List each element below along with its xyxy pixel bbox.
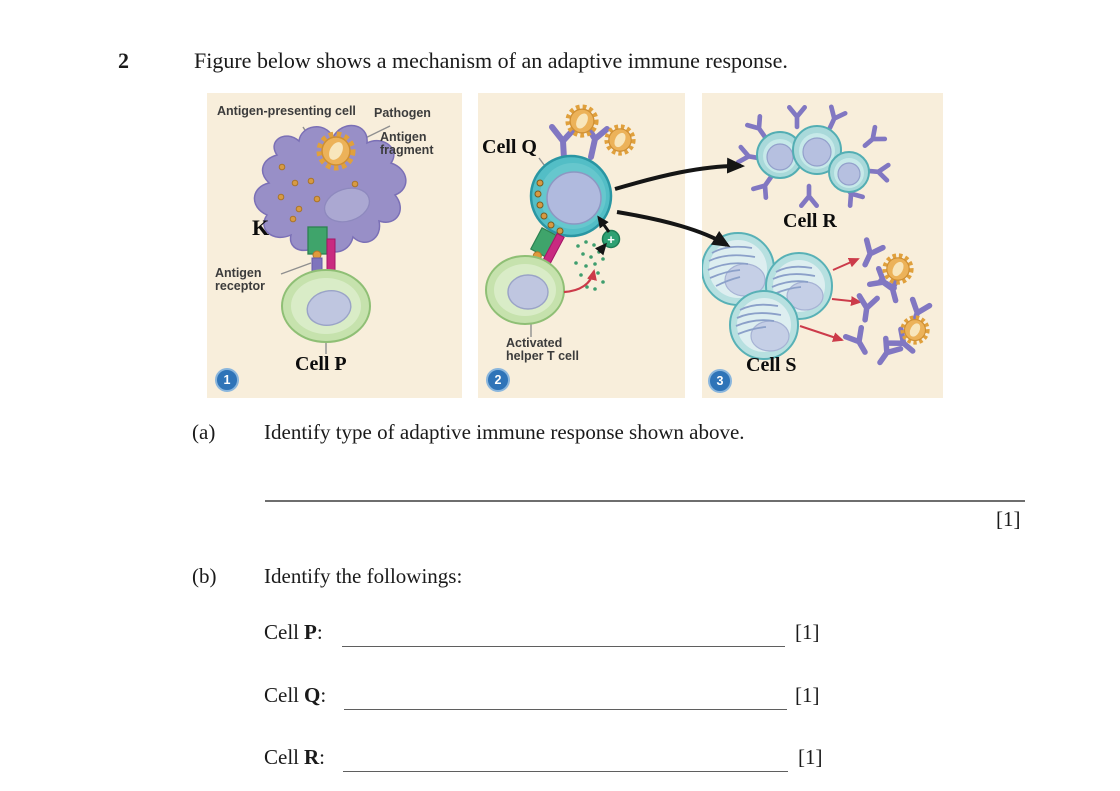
figure-panel-step3: Cell R Cell S 3 xyxy=(702,93,943,398)
step-badge-3: 3 xyxy=(708,369,732,393)
secretion-arrow-icons xyxy=(799,258,862,342)
answer-line-cell-r xyxy=(343,771,788,772)
panel1-artwork xyxy=(253,124,407,354)
panel2-artwork: + xyxy=(485,93,685,337)
helper-t-cell-nucleus xyxy=(507,274,549,310)
answer-line-cell-q xyxy=(344,709,787,710)
label-pathogen: Pathogen xyxy=(374,106,431,120)
label-antigen-fragment: Antigen fragment xyxy=(380,130,434,158)
cell-word: Cell xyxy=(264,745,299,769)
plus-sign: + xyxy=(607,232,615,247)
part-a-label: (a) xyxy=(192,420,216,444)
answer-line-cell-p xyxy=(342,646,785,647)
label-cell-q: Cell Q xyxy=(482,136,537,158)
pathogen-icon xyxy=(903,318,927,342)
mhc-complex xyxy=(307,226,328,255)
cell-letter: P xyxy=(304,620,317,644)
antigen-fragment-dots xyxy=(277,163,359,223)
cell-word: Cell xyxy=(264,683,299,707)
pathogen-icon xyxy=(885,256,911,282)
part-b-label: (b) xyxy=(192,564,217,588)
immune-response-figure: Antigen-presenting cell Pathogen Antigen… xyxy=(207,93,943,398)
cell-s-cluster xyxy=(702,232,833,360)
panel3-artwork xyxy=(702,93,943,398)
figure-panel-step2: + Cell Q Activated helper T cell 2 xyxy=(478,93,685,398)
label-k: K xyxy=(252,215,270,240)
cytokine-release-arrow-icon xyxy=(563,269,597,294)
label-cell-s: Cell S xyxy=(746,354,797,376)
label-activated-helper-t-cell: Activated helper T cell xyxy=(506,336,579,364)
step-badge-2: 2 xyxy=(486,368,510,392)
cell-letter: Q xyxy=(304,683,321,707)
question-heading: Figure below shows a mechanism of an ada… xyxy=(194,48,788,73)
figure-panel-step1: Antigen-presenting cell Pathogen Antigen… xyxy=(207,93,462,398)
part-b-prompt: Identify the followings: xyxy=(264,564,463,588)
part-a-prompt: Identify type of adaptive immune respons… xyxy=(264,420,745,444)
step-badge-1: 1 xyxy=(215,368,239,392)
pathogen-icon xyxy=(607,127,633,153)
part-a-marks: [1] xyxy=(996,507,1021,531)
cell-p-nucleus xyxy=(306,290,352,326)
apc-nucleus xyxy=(323,187,371,223)
cell-letter: R xyxy=(304,745,320,769)
cell-r-marks: [1] xyxy=(798,745,823,769)
cell-q-marks: [1] xyxy=(795,683,820,707)
cell-colon: : xyxy=(320,683,327,707)
label-cell-p: Cell P xyxy=(295,353,347,375)
label-antigen-presenting-cell: Antigen-presenting cell xyxy=(217,104,356,118)
label-cell-r: Cell R xyxy=(783,210,837,232)
answer-line-a xyxy=(265,500,1025,502)
label-antigen-receptor: Antigen receptor xyxy=(215,266,266,294)
cytokine-dots xyxy=(574,240,605,291)
cell-r-cluster xyxy=(756,125,870,193)
cell-p-marks: [1] xyxy=(795,620,820,644)
cell-q-nucleus xyxy=(546,171,602,225)
small-arrow-icon xyxy=(594,242,607,256)
stimulation-arrow-icon xyxy=(597,215,611,233)
cell-colon: : xyxy=(316,620,323,644)
cell-word: Cell xyxy=(264,620,299,644)
vesicle-dots xyxy=(534,179,564,235)
coreceptor-bar xyxy=(326,238,336,274)
question-number: 2 xyxy=(118,48,129,73)
cell-colon: : xyxy=(319,745,326,769)
